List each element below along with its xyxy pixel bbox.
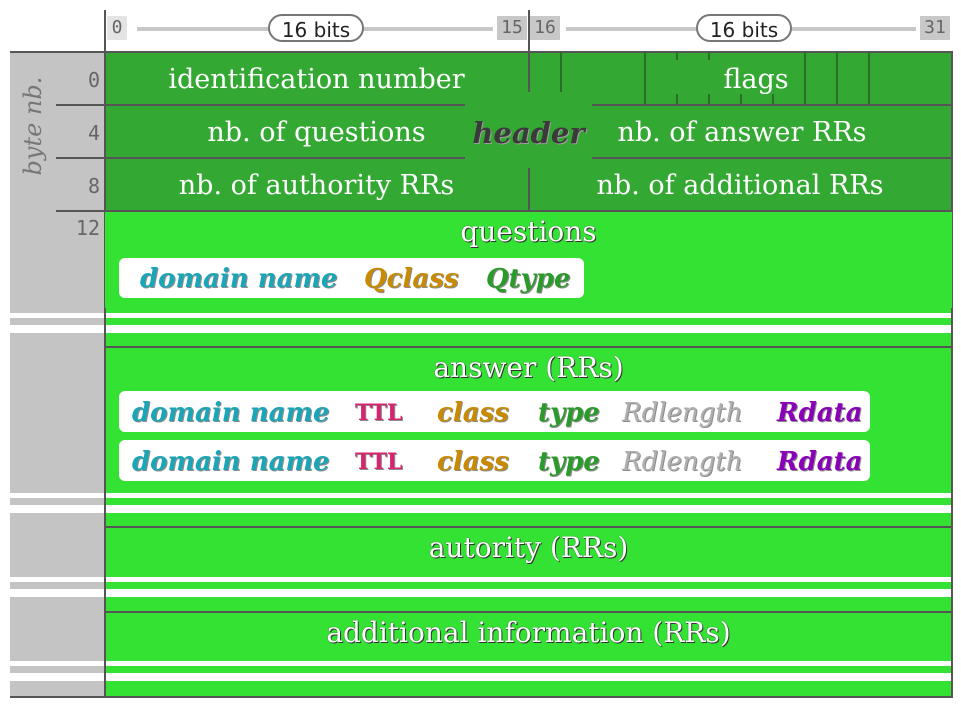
authority-background (105, 528, 952, 573)
bottom-border (10, 696, 953, 698)
bit-0-label: 0 (107, 16, 127, 40)
question-qtype: Qtype (486, 264, 571, 294)
break-stripe (10, 505, 952, 513)
header-mid-divider-bottom (528, 168, 530, 210)
header-row-line-1b (592, 104, 952, 106)
byte-tick-12 (56, 210, 106, 212)
byte-row-4: 4 (87, 121, 100, 145)
authority-title: autority (RRs) (428, 531, 629, 564)
flag-tick (804, 52, 806, 104)
lower-right-border (951, 308, 953, 698)
flag-tick (560, 52, 562, 92)
flag-tick (676, 94, 678, 104)
byte-axis-label: byte nb. (19, 76, 47, 176)
question-entry (119, 258, 584, 298)
bit-31-label: 31 (920, 16, 950, 40)
header-label: header (472, 116, 585, 150)
field-nb-authority-rrs: nb. of authority RRs (178, 170, 455, 201)
rr1-type: type (538, 398, 600, 428)
additional-top-border (104, 611, 952, 613)
answer-rr-row-2 (119, 440, 870, 481)
flag-tick (644, 52, 646, 104)
flag-tick (740, 94, 742, 104)
header-bottom-border (105, 210, 953, 212)
field-nb-questions: nb. of questions (207, 117, 426, 148)
byte-tick-4 (56, 104, 106, 106)
questions-title: questions (460, 215, 597, 248)
answer-rr-row-1 (119, 391, 870, 432)
field-flags: flags (723, 64, 789, 95)
flag-tick (676, 52, 678, 60)
field-nb-additional-rrs: nb. of additional RRs (596, 170, 884, 201)
header-top-border (10, 51, 953, 53)
break-stripe (10, 589, 952, 597)
rr1-rdlength: Rdlength (622, 398, 743, 428)
rr2-type: type (538, 447, 600, 477)
bit-16-label: 16 (530, 16, 560, 40)
authority-top-border (104, 526, 952, 528)
rr1-class: class (437, 398, 509, 428)
break-stripe (10, 661, 952, 666)
flag-tick (836, 52, 838, 104)
question-qclass: Qclass (364, 264, 459, 294)
break-stripe (10, 673, 952, 681)
flag-tick (708, 52, 710, 60)
answer-top-border (104, 346, 952, 348)
byte-row-8: 8 (87, 174, 100, 198)
byte-tick-8 (56, 157, 106, 159)
flag-tick (772, 94, 774, 104)
header-row-line-2b (592, 157, 952, 159)
flag-tick (868, 52, 870, 104)
header-row-line-2a (105, 157, 465, 159)
break-stripe (10, 325, 952, 333)
header-row-line-1a (105, 104, 465, 106)
bit-15-label: 15 (497, 16, 527, 40)
header-mid-divider-top (528, 52, 530, 92)
byte-row-0: 0 (87, 68, 100, 92)
bits-pill-right: 16 bits (696, 14, 792, 42)
rr1-domain-name: domain name (132, 398, 330, 428)
lower-left-border (104, 308, 106, 698)
byte-axis-label-wrap: byte nb. (10, 52, 56, 202)
break-stripe (10, 493, 952, 498)
rr1-rdata: Rdata (777, 398, 863, 428)
ruler-left-edge (104, 10, 106, 52)
rr2-ttl: TTL (355, 449, 403, 475)
rr2-rdata: Rdata (777, 447, 863, 477)
answer-title: answer (RRs) (433, 351, 624, 384)
additional-background (105, 613, 952, 658)
bits-pill-left: 16 bits (268, 14, 364, 42)
rr2-class: class (437, 447, 509, 477)
byte-row-12: 12 (75, 216, 100, 240)
rr2-rdlength: Rdlength (622, 447, 743, 477)
flag-tick (708, 94, 710, 104)
field-identification-number: identification number (168, 64, 465, 95)
field-nb-answer-rrs: nb. of answer RRs (617, 117, 867, 148)
break-stripe (10, 577, 952, 582)
rr1-ttl: TTL (355, 400, 403, 426)
ruler-mid-edge (528, 10, 530, 52)
rr2-domain-name: domain name (132, 447, 330, 477)
additional-title: additional information (RRs) (326, 616, 731, 649)
question-domain-name: domain name (140, 264, 338, 294)
break-stripe (10, 313, 952, 318)
